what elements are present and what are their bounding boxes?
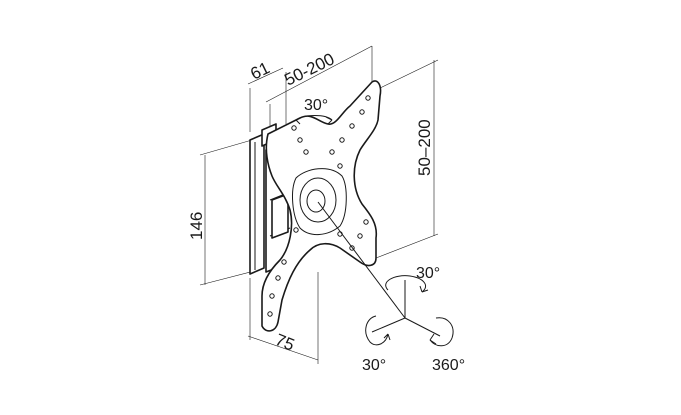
swivel-top-arrowhead-left (295, 116, 303, 125)
hole (357, 233, 363, 239)
hole (337, 163, 343, 169)
rotation-arrowhead (429, 333, 437, 345)
dim-61-label: 61 (247, 58, 272, 83)
rotation-indicators (295, 115, 454, 347)
dim-61-line (247, 67, 284, 85)
hole (365, 95, 371, 101)
hole (349, 123, 355, 129)
center-cutout (292, 168, 347, 235)
hole (339, 137, 345, 143)
rotation-labels: 30° 30° 30° 360° (304, 97, 465, 374)
main-axis (317, 201, 406, 319)
tilt-label: 30° (416, 265, 440, 282)
arm-joint (271, 193, 289, 239)
rotation-axis (404, 317, 441, 337)
hole (281, 259, 287, 265)
hole (297, 137, 303, 143)
dim-146-ext-top (199, 139, 253, 156)
dim-146-ext-bottom (199, 269, 259, 286)
hole (303, 149, 309, 155)
dim-75-line (247, 335, 319, 361)
dim-vesa-h-line (265, 45, 373, 103)
dim-vesa-v-ext-bottom (375, 233, 439, 259)
dim-vesa-v-ext-top (375, 59, 439, 91)
mounting-holes (267, 95, 371, 317)
hole (329, 149, 335, 155)
rotation-label: 360° (432, 357, 465, 374)
dim-vesa-h-label: 50-200 (281, 49, 337, 89)
dim-75-label: 75 (273, 330, 298, 355)
swivel-lower-arrow (365, 315, 389, 346)
hole (269, 293, 275, 299)
dimension-lines (199, 45, 439, 364)
swivel-top-arrowhead-right (325, 116, 333, 125)
swivel-axis (371, 317, 406, 333)
swivel-top-label: 30° (304, 97, 328, 114)
hole (267, 311, 273, 317)
dim-vesa-v-label: 50–200 (415, 119, 434, 176)
hole (275, 275, 281, 281)
hub-center (306, 189, 326, 213)
rotation-arrow (429, 317, 454, 347)
tilt-arrowhead (419, 285, 429, 293)
hole (293, 227, 299, 233)
swivel-lower-arrowhead (383, 333, 391, 341)
swivel-lower-label: 30° (362, 357, 386, 374)
wall-plate (249, 133, 265, 275)
hole (291, 125, 297, 131)
hole (359, 109, 365, 115)
tilt-arrow (385, 275, 426, 293)
dim-146-label: 146 (187, 212, 206, 240)
hole (363, 219, 369, 225)
